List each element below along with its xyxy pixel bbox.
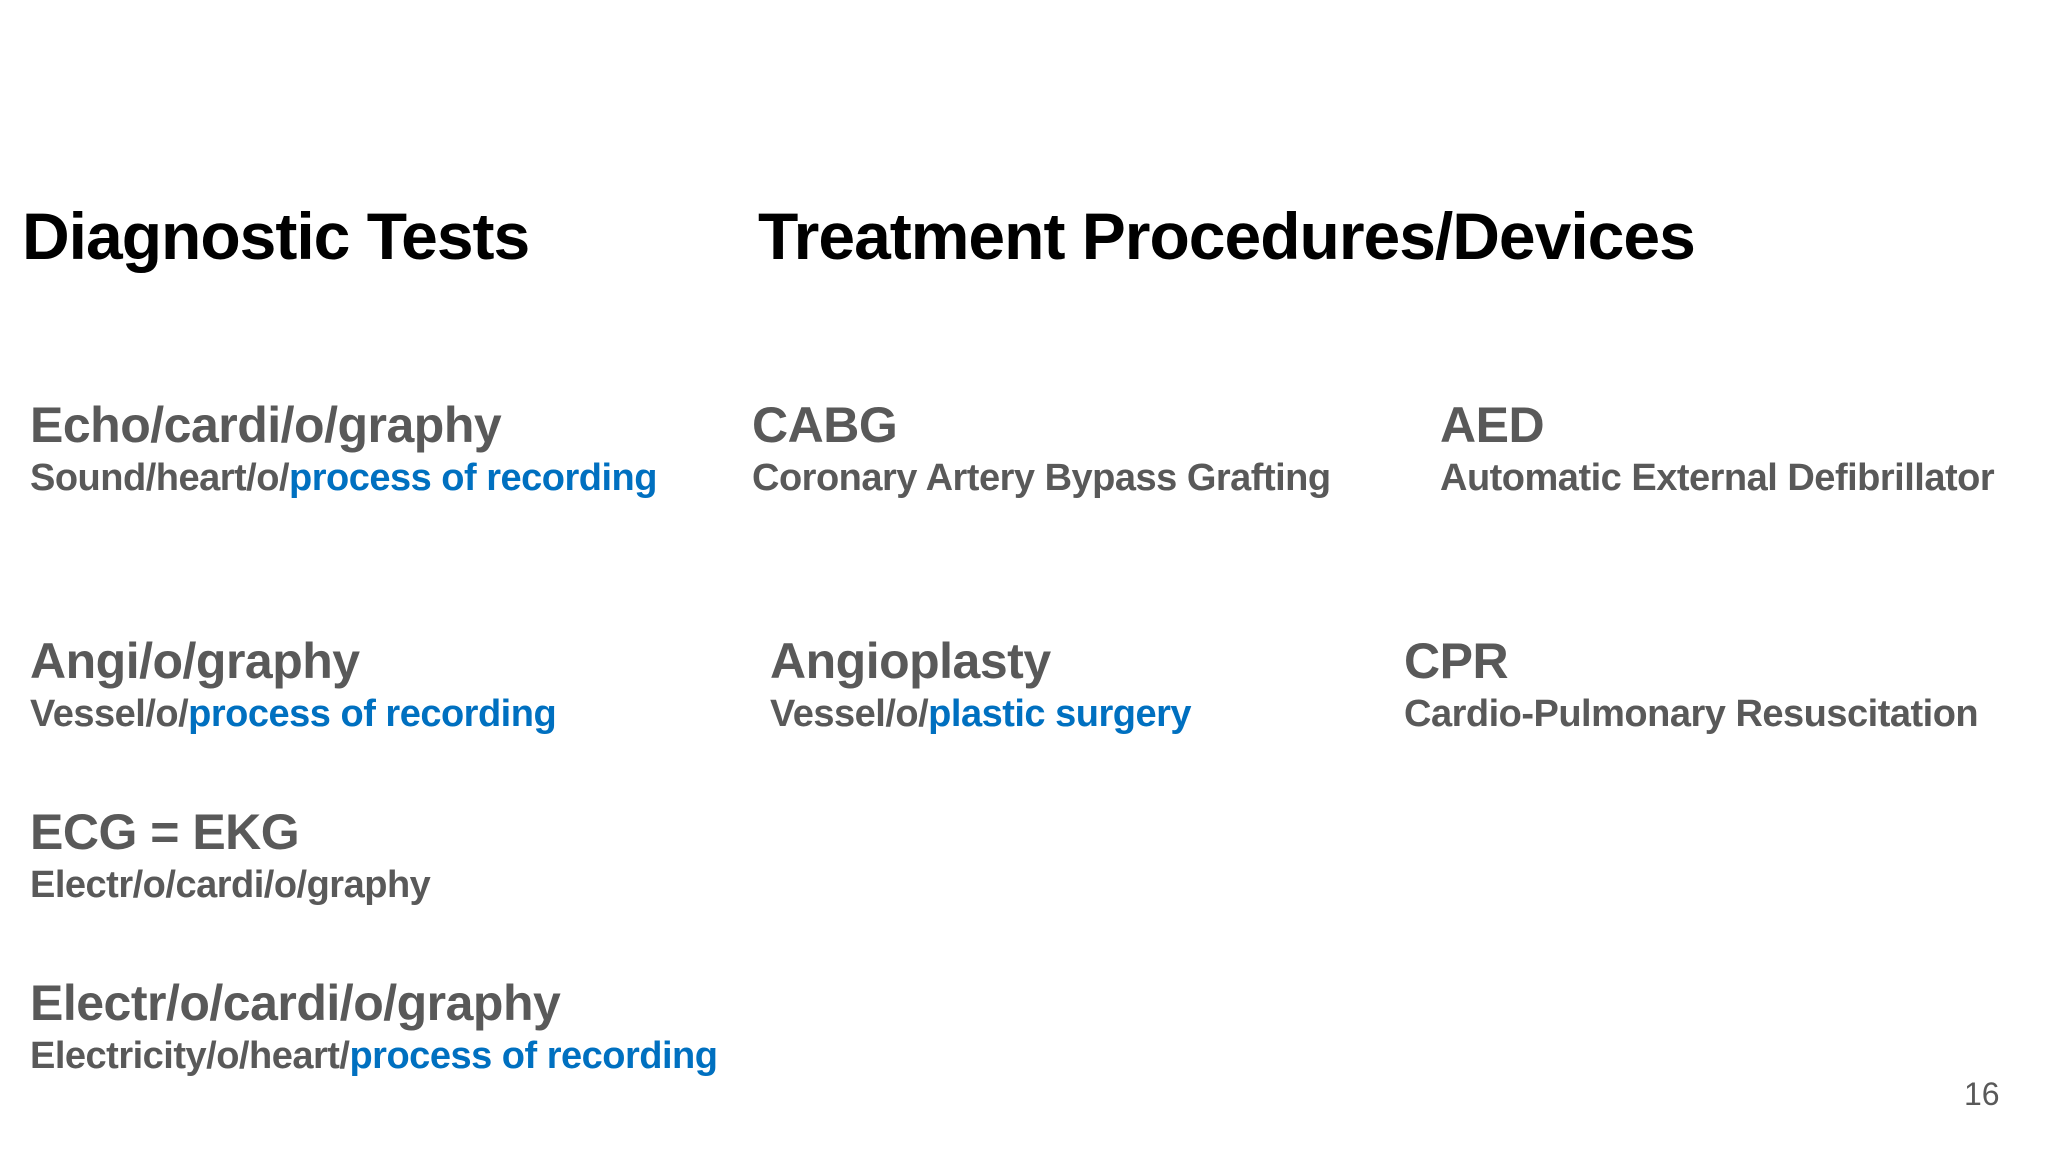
- page-number: 16: [1964, 1076, 2000, 1112]
- definition-highlight: process of recording: [349, 1035, 718, 1077]
- term-title: CABG: [752, 397, 898, 453]
- term-angioplasty: Angioplasty Vessel/o/plastic surgery: [770, 632, 1192, 738]
- term-electrocardiography: Electr/o/cardi/o/graphy Electricity/o/he…: [30, 974, 718, 1080]
- definition-plain: Vessel/o/: [30, 693, 189, 735]
- heading-diagnostic-tests: Diagnostic Tests: [22, 199, 530, 273]
- definition-plain: Electricity/o/heart/: [30, 1035, 350, 1077]
- term-title: CPR: [1404, 633, 1509, 689]
- definition-plain: Vessel/o/: [770, 693, 929, 735]
- term-title: Angioplasty: [770, 633, 1051, 689]
- term-definition: Vessel/o/process of recording: [30, 690, 557, 738]
- definition-highlight: process of recording: [188, 693, 557, 735]
- definition-highlight: process of recording: [289, 457, 657, 499]
- term-cpr: CPR Cardio-Pulmonary Resuscitation: [1404, 632, 1979, 738]
- term-definition: Automatic External Defibrillator: [1440, 454, 1995, 502]
- definition-highlight: plastic surgery: [928, 693, 1192, 735]
- term-definition: Electr/o/cardi/o/graphy: [30, 861, 431, 909]
- term-echocardiography: Echo/cardi/o/graphy Sound/heart/o/proces…: [30, 396, 657, 502]
- term-title: AED: [1440, 397, 1545, 453]
- term-cabg: CABG Coronary Artery Bypass Grafting: [752, 396, 1331, 502]
- term-definition: Electricity/o/heart/process of recording: [30, 1032, 718, 1080]
- term-definition: Vessel/o/plastic surgery: [770, 690, 1192, 738]
- heading-treatment-procedures: Treatment Procedures/Devices: [758, 199, 1696, 273]
- term-definition: Coronary Artery Bypass Grafting: [752, 454, 1331, 502]
- term-title: ECG = EKG: [30, 804, 300, 860]
- term-title: Angi/o/graphy: [30, 633, 360, 689]
- term-angiography: Angi/o/graphy Vessel/o/process of record…: [30, 632, 557, 738]
- term-ecg-ekg: ECG = EKG Electr/o/cardi/o/graphy: [30, 803, 431, 909]
- term-aed: AED Automatic External Defibrillator: [1440, 396, 1995, 502]
- term-definition: Sound/heart/o/process of recording: [30, 454, 657, 502]
- definition-plain: Automatic External Defibrillator: [1440, 457, 1995, 499]
- definition-plain: Cardio-Pulmonary Resuscitation: [1404, 693, 1979, 735]
- term-title: Electr/o/cardi/o/graphy: [30, 975, 561, 1031]
- term-title: Echo/cardi/o/graphy: [30, 397, 502, 453]
- definition-plain: Coronary Artery Bypass Grafting: [752, 457, 1331, 499]
- definition-plain: Sound/heart/o/: [30, 457, 290, 499]
- term-definition: Cardio-Pulmonary Resuscitation: [1404, 690, 1979, 738]
- definition-plain: Electr/o/cardi/o/graphy: [30, 864, 431, 906]
